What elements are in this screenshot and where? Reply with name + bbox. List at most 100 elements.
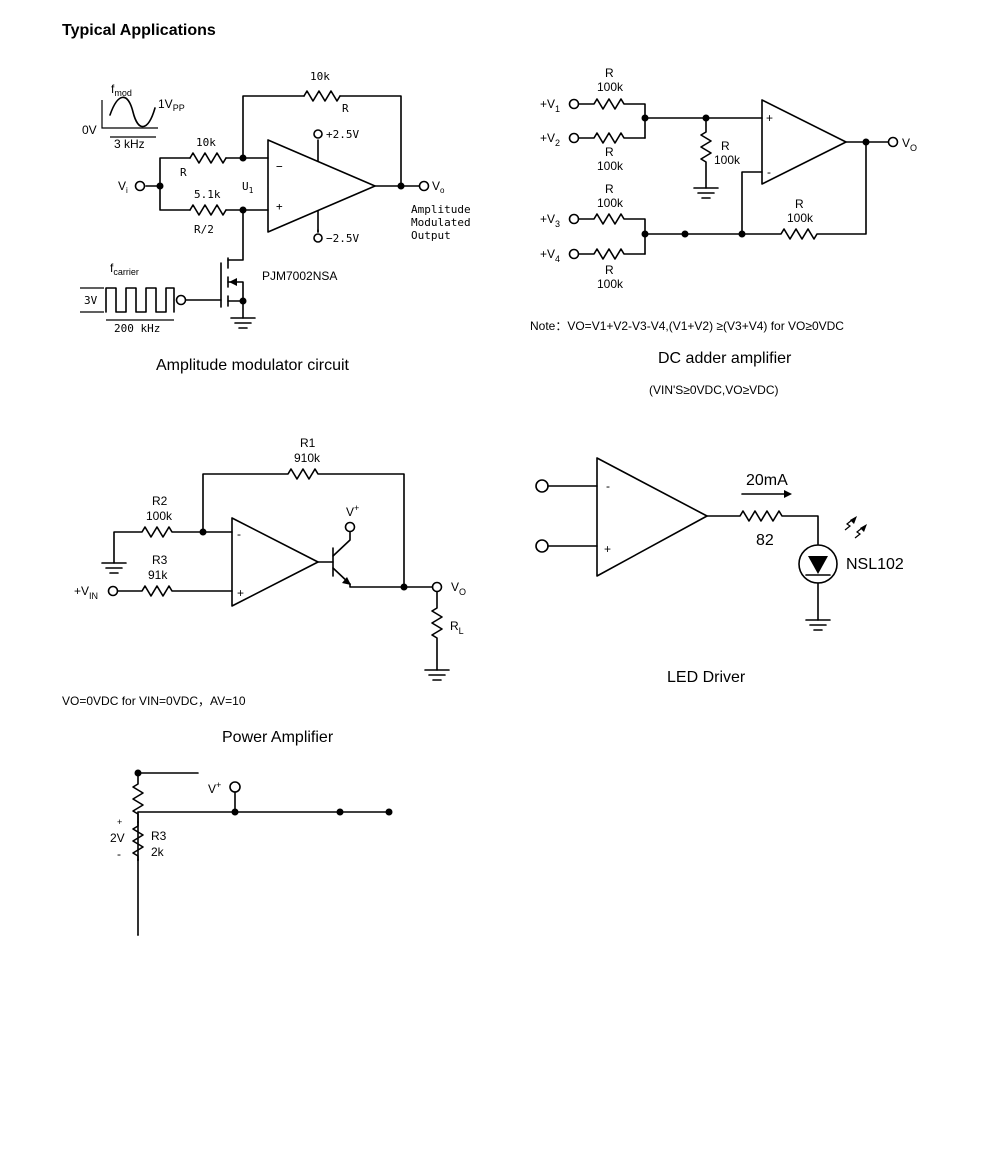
pa-vplus-terminal	[344, 521, 356, 533]
fcarrier-label: f	[110, 261, 114, 275]
am-rin-name: R	[180, 166, 187, 179]
rf-name: R	[795, 197, 804, 211]
pa-r1-name: R1	[300, 436, 316, 450]
led-driver: - + 20mA 82 NSL102 LED Driver	[535, 457, 904, 686]
pa-r3-value: 91k	[148, 568, 168, 582]
carrier-amp-label: 3V	[84, 294, 98, 307]
pa-caption: Power Amplifier	[222, 729, 334, 746]
svg-text:+V4: +V4	[540, 247, 560, 264]
svg-text:VO: VO	[902, 136, 917, 153]
dc-adder-note: Note：VO=V1+V2-V3-V4,(V1+V2) ≥(V3+V4) for…	[530, 319, 844, 333]
am-rf-value: 10k	[310, 70, 330, 83]
svg-text:U1: U1	[242, 180, 254, 195]
pa-r2-value: 100k	[146, 509, 173, 523]
dc-vo-label: V	[902, 136, 910, 150]
vi-label: V	[118, 179, 126, 193]
page-title: Typical Applications	[62, 22, 216, 39]
pa-note: VO=0VDC for VIN=0VDC，AV=10	[62, 694, 246, 708]
cs-r3-name: R3	[151, 829, 167, 843]
cs-r3-value: 2k	[151, 845, 165, 859]
svg-text:VO: VO	[451, 580, 466, 597]
am-plus: +	[276, 200, 283, 213]
am-opamp	[267, 139, 376, 233]
zero-v-label: 0V	[82, 123, 97, 137]
rshunt-value: 100k	[714, 153, 741, 167]
u1-label: U	[242, 180, 249, 193]
vpp-sub: PP	[173, 103, 185, 113]
svg-text:+V1: +V1	[540, 97, 560, 114]
carrier-freq-label: 200 kHz	[114, 322, 160, 335]
v3-sub: 3	[555, 219, 560, 229]
v1-terminal	[568, 98, 580, 110]
pa-minus: -	[237, 527, 241, 541]
pa-opamp	[231, 517, 319, 607]
fmod-sub: mod	[114, 88, 132, 98]
pa-r2-name: R2	[152, 494, 168, 508]
pa-vo-label: V	[451, 580, 459, 594]
v3-label: +V	[540, 212, 555, 226]
vpp-label: 1V	[158, 97, 173, 111]
r2-value: 100k	[597, 159, 624, 173]
am-out-line3: Output	[411, 229, 451, 242]
rshunt-name: R	[721, 139, 730, 153]
led-current-label: 20mA	[746, 472, 788, 489]
r4-value: 100k	[597, 277, 624, 291]
dc-adder-caption: DC adder amplifier	[658, 350, 792, 367]
r3-name: R	[605, 182, 614, 196]
pa-vo-terminal	[431, 581, 443, 593]
led-input-plus-terminal	[535, 539, 549, 553]
pa-vin-sub: IN	[89, 591, 98, 601]
svg-text:Vo: Vo	[432, 179, 445, 195]
r4-name: R	[605, 263, 614, 277]
am-rhalf-name: R/2	[194, 223, 214, 236]
am-vo-sub: o	[440, 186, 445, 195]
dc-adder-opamp	[761, 99, 847, 185]
svg-text:RL: RL	[450, 619, 464, 636]
pa-vplus-label: V	[346, 505, 354, 519]
power-amplifier: R1 910k R2 100k +VIN R3 91k - + V+ VO	[62, 436, 466, 746]
pa-vin-label: +V	[74, 584, 89, 598]
r2-name: R	[605, 145, 614, 159]
dc-plus: +	[766, 111, 773, 125]
cs-vplus-terminal	[229, 781, 241, 793]
am-rhalf-value: 5.1k	[194, 188, 221, 201]
pa-rl-label: R	[450, 619, 459, 633]
am-rin-value: 10k	[196, 136, 216, 149]
led-opamp	[596, 457, 708, 577]
v2-terminal	[568, 132, 580, 144]
pa-vo-sub: O	[459, 587, 466, 597]
dc-minus: -	[767, 165, 771, 179]
am-rf-name: R	[342, 102, 349, 115]
fmod-label: f	[111, 82, 115, 96]
r1-name: R	[605, 66, 614, 80]
cs-vplus-sup: +	[216, 780, 221, 790]
dc-adder-amplifier: +V1 +V2 R 100k R 100k R 100k + - VO R 10…	[530, 66, 917, 397]
fet-part-label: PJM7002NSA	[262, 269, 337, 283]
v2-label: +V	[540, 131, 555, 145]
pa-plus: +	[237, 586, 244, 600]
svg-text:+V3: +V3	[540, 212, 560, 229]
pa-r3-name: R3	[152, 553, 168, 567]
am-vo-label: V	[432, 179, 440, 193]
cs-r3-minus: -	[117, 847, 121, 861]
fixed-current-source: V+ + 2V - R3 2k	[110, 769, 393, 936]
carrier-source: fcarrier 3V 200 kHz	[80, 261, 175, 335]
v4-sub: 4	[555, 254, 560, 264]
pa-r1-value: 910k	[294, 451, 321, 465]
fcarrier-sub: carrier	[113, 267, 139, 277]
cs-r3-voltage: 2V	[110, 831, 125, 845]
mosfet-switch: PJM7002NSA	[175, 209, 337, 329]
fmod-freq-label: 3 kHz	[114, 137, 145, 151]
v1-sub: 1	[555, 104, 560, 114]
v4-terminal	[568, 248, 580, 260]
svg-text:V+: V+	[208, 780, 221, 796]
am-vo-terminal	[418, 180, 430, 192]
svg-text:+VIN: +VIN	[74, 584, 98, 601]
am-vminus: −2.5V	[326, 232, 359, 245]
dc-vo-terminal	[887, 136, 899, 148]
am-minus: −	[276, 160, 283, 173]
am-vplus: +2.5V	[326, 128, 359, 141]
led-minus: -	[606, 479, 610, 493]
r3-value: 100k	[597, 196, 624, 210]
led-input-minus-terminal	[535, 479, 549, 493]
